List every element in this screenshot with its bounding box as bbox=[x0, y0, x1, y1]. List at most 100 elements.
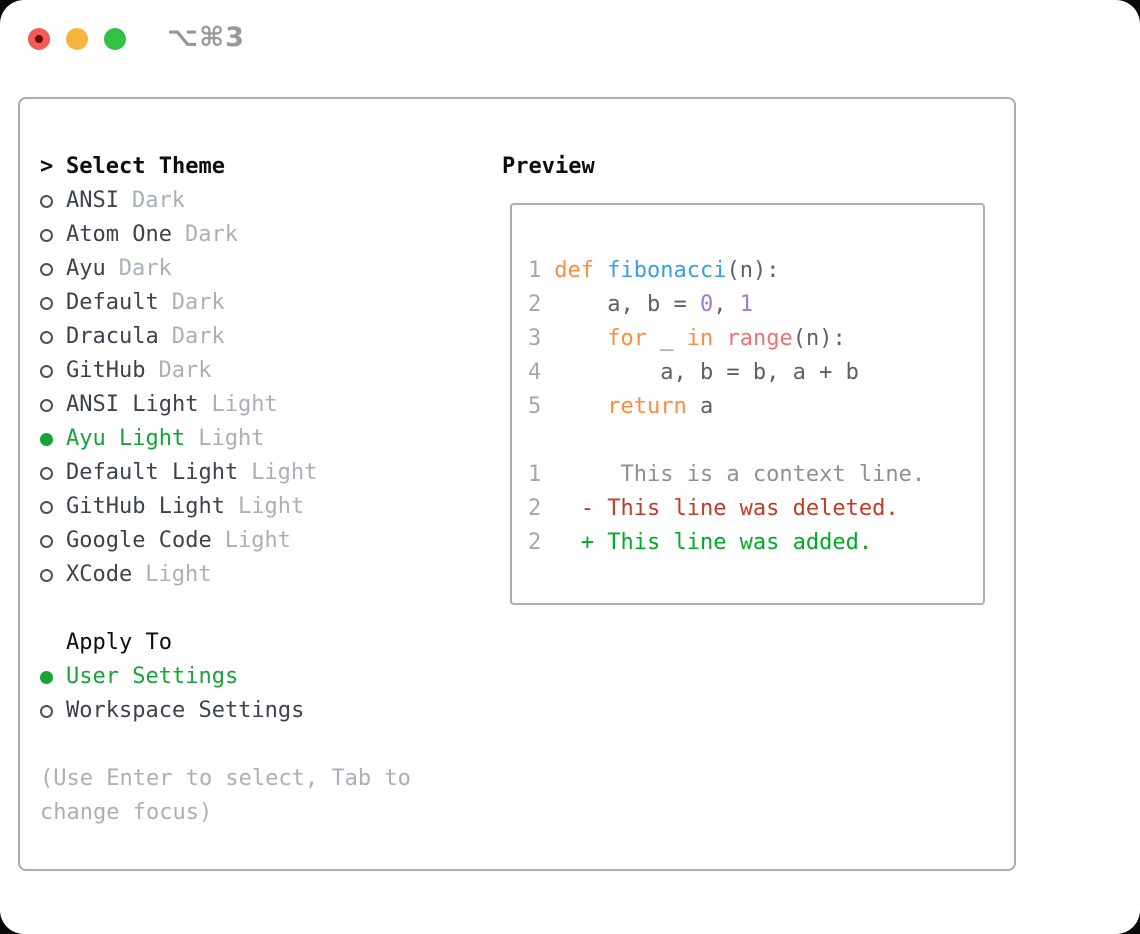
code-segment bbox=[554, 326, 607, 351]
apply-to-option-label: User Settings bbox=[66, 664, 239, 689]
line-number: 2 bbox=[528, 292, 542, 317]
line-number: 2 bbox=[528, 530, 542, 555]
theme-list-title: Select Theme bbox=[66, 154, 225, 179]
apply-to-section: Apply To User Settings bbox=[40, 626, 490, 728]
line-number: 4 bbox=[528, 360, 542, 385]
radio-icon bbox=[40, 296, 66, 310]
theme-option[interactable]: Default Light Light bbox=[40, 456, 490, 490]
radio-icon bbox=[40, 568, 66, 582]
code-text: This is a context line. bbox=[554, 462, 925, 487]
theme-variant: Dark bbox=[184, 222, 238, 247]
theme-name: Default bbox=[66, 290, 159, 315]
line-number: 1 bbox=[528, 462, 542, 487]
radio-icon bbox=[40, 330, 66, 344]
code-line: 2 a, b = 0, 1 bbox=[528, 288, 983, 322]
code-segment: , bbox=[713, 292, 740, 317]
hint-text: (Use Enter to select, Tab to change focu… bbox=[40, 762, 490, 830]
radio-icon bbox=[40, 466, 66, 480]
code-segment: for bbox=[607, 326, 647, 351]
theme-option[interactable]: Atom One Dark bbox=[40, 218, 490, 252]
theme-option[interactable]: Ayu Light Light bbox=[40, 422, 490, 456]
theme-option[interactable]: Google Code Light bbox=[40, 524, 490, 558]
theme-option[interactable]: GitHub Light Light bbox=[40, 490, 490, 524]
line-number: 1 bbox=[528, 258, 542, 283]
code-segment bbox=[713, 326, 726, 351]
theme-variant: Dark bbox=[118, 256, 172, 281]
theme-name: Default Light bbox=[66, 460, 239, 485]
apply-to-option[interactable]: Workspace Settings bbox=[40, 694, 490, 728]
theme-name: Atom One bbox=[66, 222, 172, 247]
code-segment: + This line was added. bbox=[554, 530, 873, 555]
theme-name: XCode bbox=[66, 562, 133, 587]
theme-variant: Light bbox=[237, 494, 305, 519]
line-number: 2 bbox=[528, 496, 542, 521]
window-shortcut-label: ⌥⌘3 bbox=[167, 22, 245, 53]
code-segment bbox=[594, 258, 607, 283]
code-segment: in bbox=[686, 326, 714, 351]
minimize-button[interactable] bbox=[66, 28, 88, 50]
hint-line-2: change focus) bbox=[40, 800, 213, 825]
radio-icon bbox=[40, 670, 66, 684]
theme-name: Dracula bbox=[66, 324, 159, 349]
radio-icon bbox=[40, 432, 66, 446]
code-line: 1 def fibonacci(n): bbox=[528, 254, 983, 288]
theme-variant: Dark bbox=[171, 290, 225, 315]
theme-variant: Light bbox=[224, 528, 291, 553]
theme-name: Google Code bbox=[66, 528, 212, 553]
code-segment: (n): bbox=[726, 258, 780, 283]
code-segment bbox=[554, 394, 607, 419]
code-text: a, b = 0, 1 bbox=[554, 292, 753, 317]
theme-option[interactable]: XCode Light bbox=[40, 558, 490, 592]
theme-option[interactable]: ANSI Dark bbox=[40, 184, 490, 218]
code-line: 4 a, b = b, a + b bbox=[528, 356, 983, 390]
titlebar: ⌥⌘3 bbox=[0, 0, 1140, 97]
radio-icon bbox=[40, 534, 66, 548]
theme-variant: Light bbox=[145, 562, 212, 587]
theme-variant: Dark bbox=[131, 188, 185, 213]
code-text: - This line was deleted. bbox=[554, 496, 899, 521]
close-button[interactable] bbox=[28, 28, 50, 50]
code-segment: return bbox=[607, 394, 687, 419]
code-segment: range bbox=[726, 326, 793, 351]
radio-icon bbox=[40, 194, 66, 208]
radio-icon bbox=[40, 228, 66, 242]
theme-variant: Dark bbox=[171, 324, 225, 349]
code-text: + This line was added. bbox=[554, 530, 872, 555]
theme-variant: Dark bbox=[158, 358, 212, 383]
theme-name: ANSI bbox=[66, 188, 119, 213]
theme-option[interactable]: ANSI Light Light bbox=[40, 388, 490, 422]
radio-icon bbox=[40, 398, 66, 412]
theme-option[interactable]: Ayu Dark bbox=[40, 252, 490, 286]
apply-to-option[interactable]: User Settings bbox=[40, 660, 490, 694]
code-text: def fibonacci(n): bbox=[554, 258, 779, 283]
selection-cursor: > bbox=[40, 154, 54, 179]
preview-title: Preview bbox=[502, 154, 595, 179]
theme-option[interactable]: Dracula Dark bbox=[40, 320, 490, 354]
code-segment: (n): bbox=[792, 326, 846, 351]
apply-to-option-label: Workspace Settings bbox=[66, 698, 305, 723]
zoom-button[interactable] bbox=[104, 28, 126, 50]
code-segment: _ bbox=[646, 326, 687, 351]
theme-list: ANSI Dark Atom One Dark bbox=[40, 184, 490, 592]
code-line: 2 + This line was added. bbox=[528, 526, 983, 560]
hint-line-1: (Use Enter to select, Tab to bbox=[40, 766, 411, 791]
theme-option[interactable]: Default Dark bbox=[40, 286, 490, 320]
apply-to-title: Apply To bbox=[66, 630, 172, 655]
theme-name: Ayu Light bbox=[66, 426, 186, 451]
theme-name: GitHub Light bbox=[66, 494, 225, 519]
code-segment: a, b = b, a + b bbox=[554, 360, 859, 385]
code-line bbox=[528, 424, 983, 458]
theme-option[interactable]: GitHub Dark bbox=[40, 354, 490, 388]
code-segment: a bbox=[686, 394, 714, 419]
radio-icon bbox=[40, 364, 66, 378]
code-text: for _ in range(n): bbox=[554, 326, 845, 351]
close-dot-icon bbox=[35, 35, 43, 43]
theme-name: ANSI Light bbox=[66, 392, 199, 417]
code-text: return a bbox=[554, 394, 713, 419]
radio-icon bbox=[40, 704, 66, 718]
code-text: a, b = b, a + b bbox=[554, 360, 859, 385]
radio-icon bbox=[40, 500, 66, 514]
